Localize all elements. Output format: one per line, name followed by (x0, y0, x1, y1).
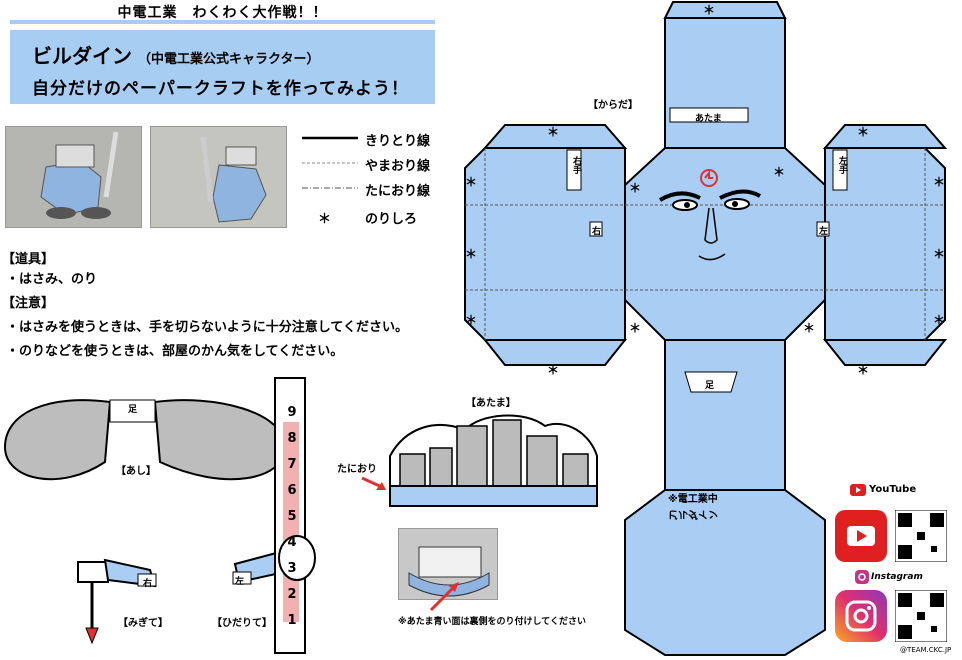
svg-text:＊: ＊ (465, 313, 477, 327)
head-label: 【あたま】 (466, 398, 516, 409)
svg-text:＊: ＊ (703, 3, 715, 17)
svg-text:＊: ＊ (629, 321, 641, 335)
caution-heading: 【注意】 (2, 296, 55, 311)
right-hand-label: 【みぎて】 (118, 618, 168, 629)
team-handle: @TEAM.CKC.JP (900, 646, 952, 654)
body-head-tab: あたま (695, 114, 722, 124)
top-title: 中電工業 わくわく大作戦！！ (117, 5, 328, 21)
svg-text:＊: ＊ (933, 175, 945, 189)
svg-text:＊: ＊ (857, 363, 869, 377)
character-note: （中電工業公式キャラクター） (138, 52, 320, 67)
youtube-icon[interactable] (835, 510, 887, 562)
left-hand-cutout (232, 377, 316, 654)
tools-heading: 【道具】 (2, 252, 55, 267)
right-hand-tab: 右 (143, 579, 153, 589)
body-foot-tab: 足 (705, 381, 715, 391)
character-name: ビルダイン (32, 44, 132, 68)
legend-glue-symbol: ＊ (318, 212, 332, 227)
sample-photo-front (5, 126, 142, 228)
legend-glue: のりしろ (365, 212, 418, 227)
head-photo (398, 528, 498, 600)
title-banner: ビルダイン （中電工業公式キャラクター） 自分だけのペーパークラフトを作ってみよう… (10, 30, 435, 104)
legend-lines (302, 136, 358, 189)
svg-text:＊: ＊ (933, 313, 945, 327)
svg-text:＊: ＊ (933, 247, 945, 261)
legs-label: 【あし】 (116, 466, 156, 477)
ruler-marks: 9 8 7 6 5 4 3 2 1 (287, 405, 297, 628)
legend-cut: きりとり線 (365, 134, 431, 149)
legend-valley: たにおり線 (365, 184, 431, 199)
instagram-qr-icon[interactable] (895, 590, 947, 642)
svg-text:＊: ＊ (547, 125, 559, 139)
svg-text:＊: ＊ (629, 181, 641, 195)
instagram-logo-icon (855, 570, 869, 584)
left-hand-label: 【ひだりて】 (212, 618, 272, 629)
head-fold-label: たにおり (337, 464, 377, 475)
body-left-arm-tab: 右手 (571, 156, 581, 174)
head-cutout (389, 414, 598, 507)
svg-text:＊: ＊ (773, 165, 785, 179)
body-right-side-tab: 左 (819, 227, 829, 237)
body-cutout: ＊ ＊ ＊ ＊ ＊ ＊ ＊ ＊ ＊ ＊ ＊ ＊ ＊ ＊ ＊ (464, 1, 948, 656)
legs-tab: 足 (128, 405, 138, 415)
body-label: 【からだ】 (588, 100, 638, 111)
instagram-label: Instagram (871, 572, 923, 582)
legs-cutout (3, 399, 287, 481)
youtube-logo-icon (850, 484, 866, 496)
svg-text:＊: ＊ (547, 363, 559, 377)
tools-item: ・はさみ、のり (6, 272, 98, 287)
right-hand-cutout (77, 558, 157, 645)
svg-text:＊: ＊ (803, 321, 815, 335)
body-back-text-2: ビルダイン (668, 508, 718, 519)
instagram-icon[interactable] (835, 590, 887, 642)
youtube-label: YouTube (869, 484, 917, 495)
svg-text:＊: ＊ (465, 175, 477, 189)
caution-line-1: ・はさみを使うときは、手を切らないように十分注意してください。 (6, 320, 408, 335)
youtube-qr-icon[interactable] (895, 510, 947, 562)
body-left-side-tab: 右 (592, 227, 602, 237)
sample-photo-back (150, 126, 287, 228)
caution-line-2: ・のりなどを使うときは、部屋のかん気をしてください。 (6, 344, 344, 359)
body-back-text-1: ※電工業中 (668, 494, 718, 505)
head-fold-arrow (361, 476, 386, 490)
header-rule (10, 20, 435, 24)
subtitle: 自分だけのペーパークラフトを作ってみよう！ (32, 79, 409, 99)
left-hand-tab: 左 (235, 577, 245, 587)
svg-text:＊: ＊ (465, 247, 477, 261)
legend-mountain: やまおり線 (365, 159, 431, 174)
photo-arrow (429, 582, 459, 612)
svg-text:＊: ＊ (857, 125, 869, 139)
photo-note: ※あたま青い面は裏側をのり付けしてください (398, 617, 586, 627)
body-right-arm-tab: 左手 (837, 156, 847, 174)
